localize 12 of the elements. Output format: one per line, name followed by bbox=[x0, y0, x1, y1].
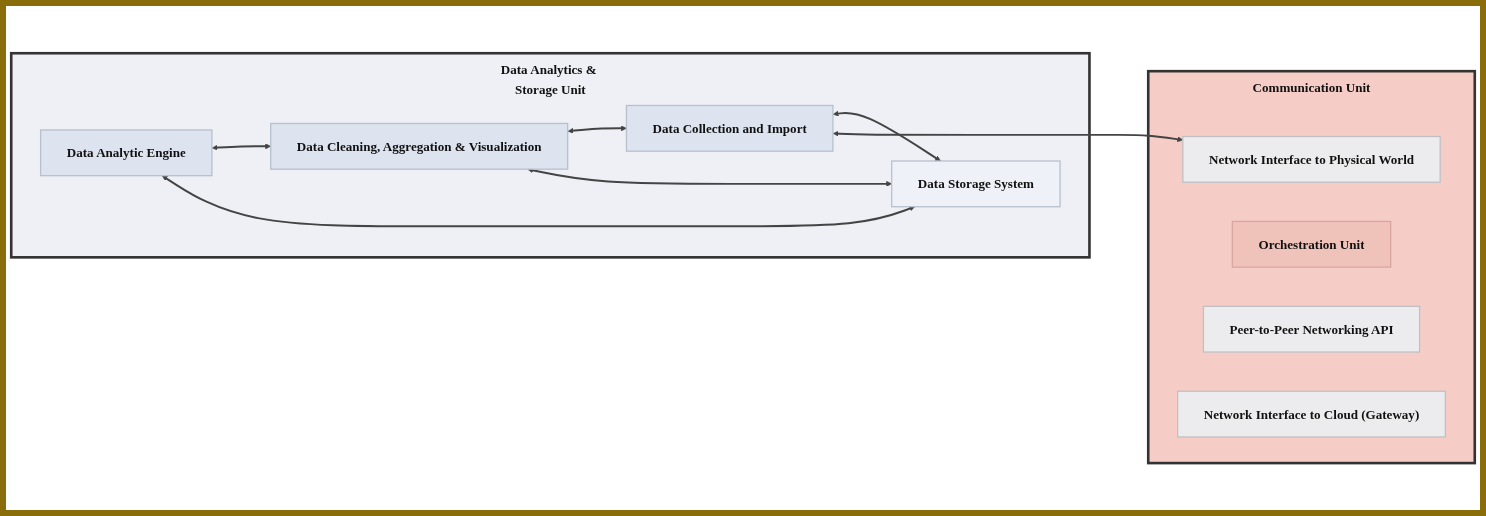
arrow bbox=[567, 125, 627, 134]
node-box: Data Analytic Engine bbox=[39, 129, 213, 177]
node-box: Data Storage System bbox=[891, 160, 1061, 208]
arrow bbox=[211, 143, 271, 151]
node-box: Orchestration Unit bbox=[1231, 220, 1392, 268]
arrow bbox=[162, 175, 915, 228]
node-box: Data Cleaning, Aggregation & Visualization bbox=[270, 122, 569, 170]
node-box: Network Interface to Cloud (Gateway) bbox=[1176, 390, 1447, 438]
arrow bbox=[832, 110, 941, 162]
node-box: Data Collection and Import bbox=[625, 104, 834, 152]
node-box: Network Interface to Physical World bbox=[1182, 135, 1441, 183]
node-box: Peer-to-Peer Networking API bbox=[1202, 305, 1421, 353]
